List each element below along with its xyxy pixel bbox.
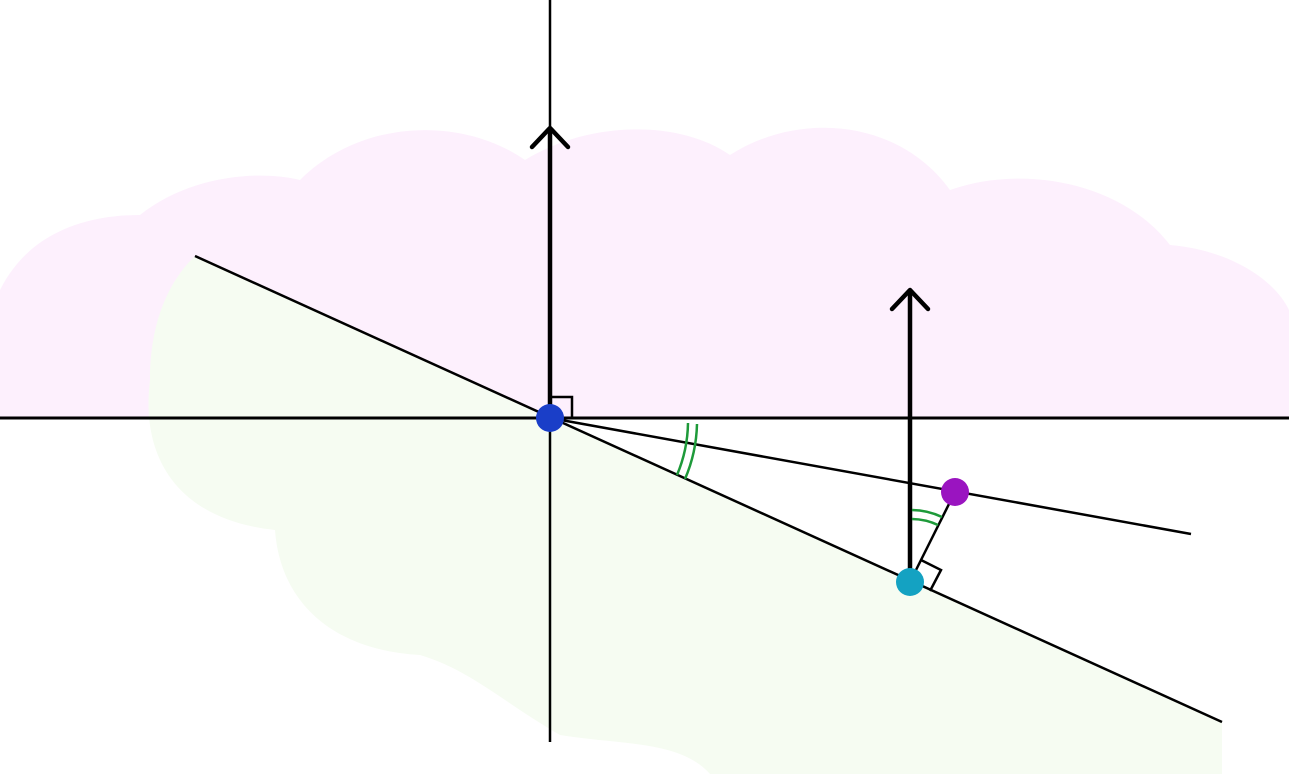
double-arc-angle-mark-foot-outer (911, 508, 943, 519)
up-arrow-head-2 (889, 287, 931, 312)
tip-point[interactable] (941, 478, 969, 506)
double-arc-angle-mark-origin-inner (675, 422, 690, 476)
up-arrow-head-1 (529, 125, 571, 150)
plane-line (194, 254, 1223, 724)
origin-point[interactable] (536, 404, 564, 432)
right-angle-mark-origin (550, 395, 574, 418)
lower-cloud-region (148, 256, 1222, 774)
right-angle-mark-foot (920, 558, 943, 592)
tilted-line (549, 416, 1192, 536)
double-arc-angle-mark-foot-inner (911, 517, 939, 527)
double-arc-angle-mark-origin-outer (683, 423, 699, 480)
foot-to-tip-segment (908, 491, 957, 583)
foot-point[interactable] (896, 568, 924, 596)
